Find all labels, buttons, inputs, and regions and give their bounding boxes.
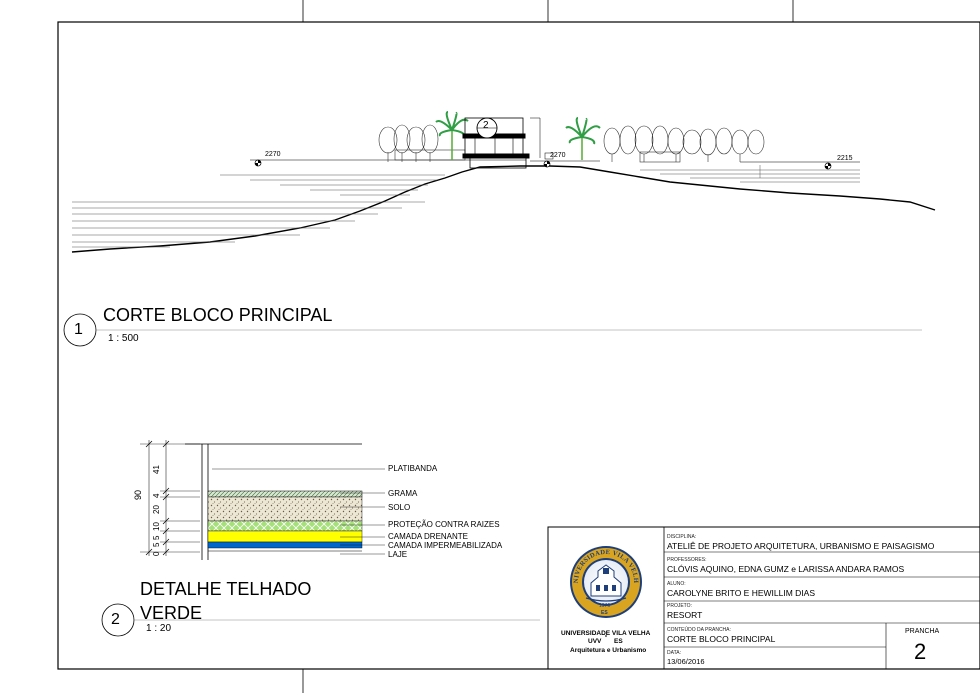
label-platibanda: PLATIBANDA: [388, 464, 438, 473]
label-drenante: CAMADA DRENANTE: [388, 532, 469, 541]
layer-drainage: [207, 530, 363, 543]
dim-5b: 5: [152, 542, 161, 547]
level-marker-center: [543, 160, 551, 168]
level-marker-right: [824, 162, 832, 170]
sheet-border: [57, 21, 980, 670]
disciplina-value: ATELIÊ DE PROJETO ARQUITETURA, URBANISMO…: [667, 541, 935, 551]
department-name: Arquitetura e Urbanismo: [570, 647, 647, 654]
level-label-right: 2215: [837, 155, 853, 162]
label-protecao: PROTEÇÃO CONTRA RAIZES: [388, 520, 500, 529]
projeto-value: RESORT: [667, 610, 703, 620]
university-short: UVV: [588, 638, 602, 645]
level-label-center: 2270: [550, 152, 566, 159]
university-state: ES: [614, 638, 623, 645]
detail-scale: 1 : 20: [146, 623, 172, 634]
dim-10: 10: [152, 522, 161, 531]
label-impermeabilizada: CAMADA IMPERMEABILIZADA: [388, 541, 503, 550]
section-callout-number: 2: [483, 120, 489, 131]
label-grama: GRAMA: [388, 489, 418, 498]
label-solo: SOLO: [388, 503, 411, 512]
dim-total: 90: [133, 489, 143, 500]
dim-4: 4: [152, 493, 161, 498]
main-building-section: [462, 117, 554, 169]
detail-number: 2: [111, 611, 120, 628]
palm-tree-left: [435, 111, 469, 160]
section-title: CORTE BLOCO PRINCIPAL: [103, 305, 333, 325]
label-laje: LAJE: [388, 550, 408, 559]
seal-bottom: ES: [601, 610, 608, 616]
section-scale: 1 : 500: [108, 333, 139, 344]
green-roof-detail: [140, 440, 385, 560]
prancha-number: 2: [914, 639, 927, 664]
dim-20: 20: [152, 505, 161, 514]
layer-grass: [207, 490, 363, 498]
projeto-label: PROJETO:: [667, 603, 692, 609]
conteudo-label: CONTEÚDO DA PRANCHA:: [667, 627, 731, 633]
seal-year: 1976: [599, 603, 611, 609]
aluno-value: CAROLYNE BRITO E HEWILLIM DIAS: [667, 588, 815, 598]
data-label: DATA:: [667, 650, 681, 656]
university-name: UNIVERSIDADE VILA VELHA: [561, 630, 651, 637]
detail-title-line2: VERDE: [140, 603, 203, 623]
dim-0: 0: [152, 551, 161, 556]
data-value: 13/06/2016: [667, 657, 705, 666]
detail-title-line1: DETALHE TELHADO: [140, 579, 312, 599]
title-block-frame: [547, 526, 980, 670]
layer-root-protection: [207, 520, 363, 532]
trees-right: [603, 125, 765, 163]
section-terrain: [71, 159, 936, 253]
aluno-label: ALUNO:: [667, 581, 686, 587]
level-marker-left: [254, 159, 262, 167]
prancha-label: PRANCHA: [905, 628, 940, 635]
conteudo-value: CORTE BLOCO PRINCIPAL: [667, 634, 776, 644]
palm-tree-right: [565, 117, 601, 160]
dim-5a: 5: [152, 535, 161, 540]
professores-value: CLÓVIS AQUINO, EDNA GUMZ e LARISSA ANDAR…: [667, 564, 905, 574]
layer-soil: [207, 496, 363, 522]
layer-waterproofing: [207, 541, 363, 549]
level-label-left: 2270: [265, 151, 281, 158]
dim-41: 41: [152, 465, 161, 474]
professores-label: PROFESSORES:: [667, 557, 707, 563]
section-number: 1: [74, 321, 83, 338]
disciplina-label: DISCIPLINA:: [667, 534, 697, 540]
